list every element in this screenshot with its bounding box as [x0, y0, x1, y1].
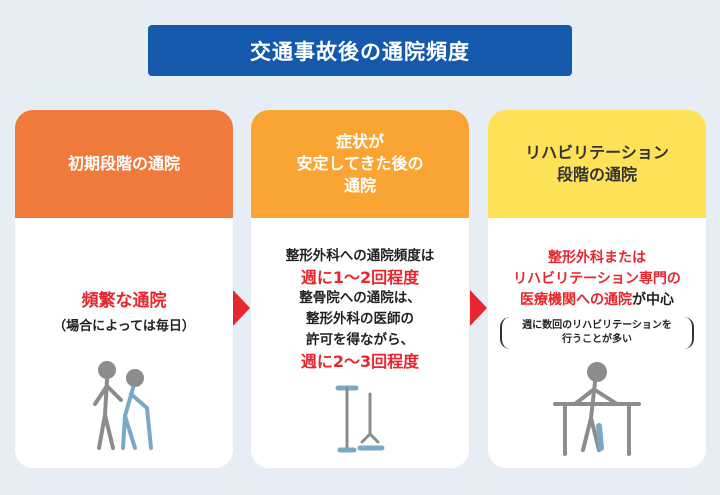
- text-line: リハビリテーション専門の: [513, 271, 681, 287]
- page-title: 交通事故後の通院頻度: [148, 25, 572, 76]
- stage-card-initial: 初期段階の通院 頻繁な通院 （場合によっては毎日）: [15, 110, 233, 468]
- text-line: 整形外科への通院頻度は: [285, 248, 435, 264]
- sub-text: （場合によっては毎日）: [53, 319, 195, 334]
- note-text: 行うことが多い: [562, 334, 632, 345]
- text-line: 整形外科または: [548, 250, 646, 266]
- card-header: リハビリテーション 段階の通院: [488, 110, 706, 218]
- arrow-right-icon: [233, 290, 250, 326]
- stage-card-stable: 症状が 安定してきた後の 通院 整形外科への通院頻度は 週に1〜2回程度 整骨院…: [251, 110, 469, 468]
- arrow-right-icon: [470, 290, 487, 326]
- elderly-with-helper-icon: [93, 361, 153, 450]
- text-line-highlight: 週に2〜3回程度: [300, 352, 420, 371]
- text-highlight: 医療機関への通院: [520, 292, 632, 308]
- text-line: 整形外科の医師の: [306, 311, 414, 327]
- card-header: 初期段階の通院: [15, 110, 233, 218]
- card-header: 症状が 安定してきた後の 通院: [251, 110, 469, 218]
- stage-card-rehab: リハビリテーション 段階の通院 整形外科または リハビリテーション専門の 医療機…: [488, 110, 706, 468]
- crutches-icon: [335, 385, 385, 453]
- rehab-parallel-bars-icon: [553, 362, 641, 456]
- note-text: 週に数回のリハビリテーションを: [522, 320, 672, 331]
- main-text: 頻繁な通院: [81, 291, 167, 311]
- text-line: 許可を得ながら、: [306, 332, 414, 348]
- text: が中心: [632, 292, 674, 308]
- text-line-highlight: 週に1〜2回程度: [300, 268, 420, 287]
- text-line: 整骨院への通院は、: [299, 290, 421, 306]
